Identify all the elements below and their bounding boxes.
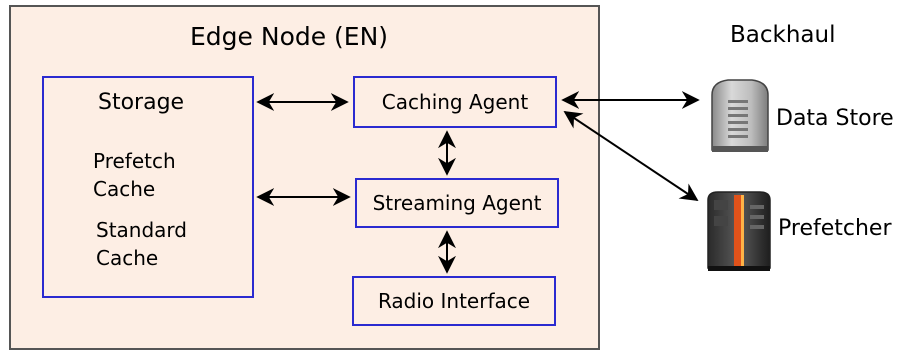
radio-interface-box: Radio Interface (352, 276, 556, 326)
streaming-agent-box: Streaming Agent (355, 178, 559, 228)
storage-box (42, 76, 254, 298)
radio-interface-label: Radio Interface (377, 289, 531, 313)
standard-cache-line2: Cache (96, 246, 159, 270)
storage-title: Storage (98, 90, 185, 115)
data-store-server-icon (711, 79, 769, 152)
prefetch-cache-line1: Prefetch (93, 149, 176, 173)
caching-agent-box: Caching Agent (353, 76, 557, 128)
standard-cache-line1: Standard (96, 218, 187, 242)
prefetch-cache-label: Prefetch Cache (93, 147, 213, 203)
arrow-caching-prefetcher (563, 111, 699, 201)
prefetch-cache-line2: Cache (93, 177, 156, 201)
streaming-agent-label: Streaming Agent (372, 191, 542, 215)
caching-agent-label: Caching Agent (381, 90, 529, 114)
prefetcher-label: Prefetcher (778, 216, 892, 241)
data-store-label: Data Store (776, 106, 894, 131)
standard-cache-label: Standard Cache (96, 216, 216, 272)
edge-node-title: Edge Node (EN) (190, 22, 389, 51)
prefetcher-rack-icon (707, 191, 771, 271)
backhaul-title: Backhaul (730, 22, 836, 48)
